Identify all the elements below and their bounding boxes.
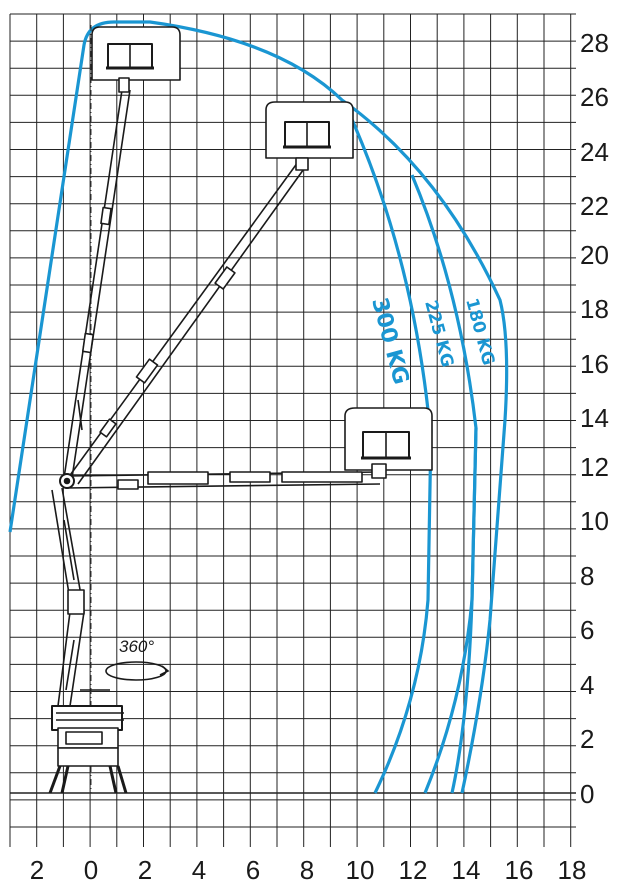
x-tick-6: 6	[246, 855, 260, 885]
y-tick-28: 28	[580, 28, 609, 58]
curve-225kg	[410, 174, 478, 794]
y-tick-22: 22	[580, 191, 609, 221]
y-tick-14: 14	[580, 403, 609, 433]
chassis	[48, 689, 128, 794]
outer-envelope	[8, 20, 509, 794]
rotation-label: 360°	[119, 637, 154, 656]
y-tick-24: 24	[580, 137, 609, 167]
y-tick-8: 8	[580, 561, 594, 591]
boom-vertical	[63, 77, 131, 479]
y-tick-2: 2	[580, 724, 594, 754]
rotation-arrow-icon	[159, 665, 170, 676]
x-tick-8: 8	[300, 855, 314, 885]
y-tick-10: 10	[580, 506, 609, 536]
y-tick-18: 18	[580, 294, 609, 324]
x-tick-0: 0	[84, 855, 98, 885]
boom-lift-drawing	[48, 26, 433, 794]
y-axis-labels: 28 26 24 22 20 18 16 14 12 10 8 6 4 2 0	[580, 28, 609, 809]
x-tick-14: 14	[452, 855, 481, 885]
y-tick-4: 4	[580, 670, 594, 700]
platform-basket-low	[344, 407, 433, 471]
lower-arm	[51, 487, 85, 707]
label-300kg: 300 KG	[366, 295, 413, 387]
y-tick-6: 6	[580, 615, 594, 645]
x-tick-18: 18	[558, 855, 587, 885]
rotation-ellipse	[105, 661, 167, 681]
x-tick-16: 16	[505, 855, 534, 885]
x-tick-2: 2	[138, 855, 152, 885]
x-tick-2-left: 2	[30, 855, 44, 885]
rotation-indicator: 360°	[105, 637, 170, 681]
y-tick-0: 0	[580, 779, 594, 809]
platform-basket-mid	[265, 101, 354, 159]
x-tick-4: 4	[192, 855, 206, 885]
x-axis-labels: 2 0 2 4 6 8 10 12 14 16 18	[30, 855, 587, 885]
platform-basket-top	[91, 26, 181, 81]
y-tick-26: 26	[580, 82, 609, 112]
boom-diagonal	[67, 157, 309, 485]
label-225kg: 225 KG	[420, 298, 457, 369]
working-envelope	[8, 20, 509, 794]
x-tick-10: 10	[346, 855, 375, 885]
y-tick-20: 20	[580, 240, 609, 270]
boom-horizontal	[65, 463, 387, 490]
y-tick-16: 16	[580, 349, 609, 379]
curve-180kg	[450, 427, 478, 794]
x-tick-12: 12	[399, 855, 428, 885]
y-tick-12: 12	[580, 452, 609, 482]
